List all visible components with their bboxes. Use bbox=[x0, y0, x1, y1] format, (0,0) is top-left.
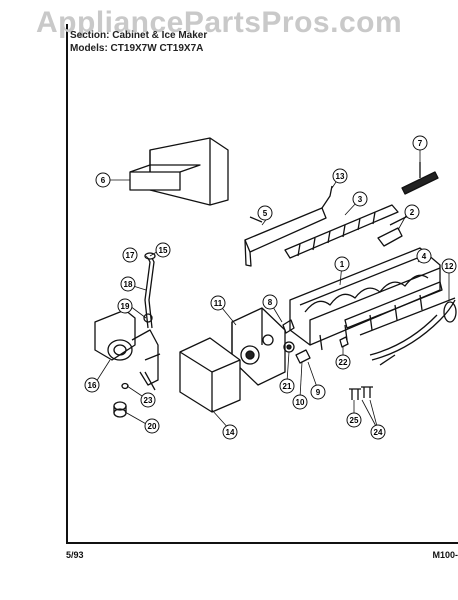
svg-text:15: 15 bbox=[159, 246, 168, 255]
svg-text:19: 19 bbox=[121, 302, 130, 311]
part-20-drawing bbox=[113, 382, 129, 418]
svg-text:22: 22 bbox=[339, 358, 348, 367]
callout-6: 6 bbox=[95, 172, 111, 188]
svg-text:7: 7 bbox=[418, 139, 423, 148]
footer-date: 5/93 bbox=[66, 550, 84, 560]
callout-5: 5 bbox=[257, 205, 273, 221]
models-line: Models: CT19X7W CT19X7A bbox=[70, 43, 204, 54]
part-7-drawing bbox=[401, 162, 439, 195]
callout-7: 7 bbox=[412, 135, 428, 151]
callout-8: 8 bbox=[262, 294, 278, 310]
part-1-drawing bbox=[289, 247, 441, 351]
part-6-drawing bbox=[129, 137, 229, 206]
callout-15: 15 bbox=[155, 242, 171, 258]
svg-text:8: 8 bbox=[268, 298, 273, 307]
svg-text:4: 4 bbox=[422, 252, 427, 261]
part-12-drawing bbox=[369, 299, 457, 366]
svg-text:10: 10 bbox=[296, 398, 305, 407]
callout-4: 4 bbox=[416, 248, 432, 264]
callout-9: 9 bbox=[310, 384, 326, 400]
footer-code: M100- bbox=[432, 550, 458, 560]
svg-text:17: 17 bbox=[126, 251, 135, 260]
callout-25: 25 bbox=[346, 412, 362, 428]
callout-21: 21 bbox=[279, 378, 295, 394]
page-frame bbox=[66, 24, 458, 544]
svg-text:3: 3 bbox=[358, 195, 363, 204]
callout-20: 20 bbox=[144, 418, 160, 434]
svg-text:9: 9 bbox=[316, 388, 321, 397]
part-11-drawing bbox=[231, 307, 286, 386]
callout-3: 3 bbox=[352, 191, 368, 207]
svg-text:11: 11 bbox=[214, 299, 223, 308]
callout-11: 11 bbox=[210, 295, 226, 311]
callout-24: 24 bbox=[370, 424, 386, 440]
callout-10: 10 bbox=[292, 394, 308, 410]
part-14-drawing bbox=[179, 337, 241, 413]
part-4-drawing bbox=[344, 281, 456, 336]
svg-text:16: 16 bbox=[88, 381, 97, 390]
svg-text:18: 18 bbox=[124, 280, 133, 289]
callout-labels: 6 7 13 3 5 2 1 4 12 11 8 17 15 18 19 16 … bbox=[84, 135, 457, 440]
svg-text:24: 24 bbox=[374, 428, 383, 437]
callout-19: 19 bbox=[117, 298, 133, 314]
svg-text:13: 13 bbox=[336, 172, 345, 181]
part-18-drawing bbox=[143, 252, 156, 329]
part-5-drawing bbox=[244, 185, 333, 267]
callout-17: 17 bbox=[122, 247, 138, 263]
svg-text:12: 12 bbox=[445, 262, 454, 271]
watermark: AppliancePartsPros.com bbox=[36, 6, 403, 39]
callout-13: 13 bbox=[332, 168, 348, 184]
part-24-drawing bbox=[349, 386, 373, 400]
svg-text:1: 1 bbox=[340, 260, 345, 269]
callout-16: 16 bbox=[84, 377, 100, 393]
svg-text:21: 21 bbox=[283, 382, 292, 391]
svg-text:20: 20 bbox=[148, 422, 157, 431]
section-title: Section: Cabinet & Ice Maker bbox=[70, 30, 208, 41]
svg-text:2: 2 bbox=[410, 208, 415, 217]
svg-text:6: 6 bbox=[101, 176, 106, 185]
callout-12: 12 bbox=[441, 258, 457, 274]
callout-22: 22 bbox=[335, 354, 351, 370]
svg-text:14: 14 bbox=[226, 428, 235, 437]
callout-23: 23 bbox=[140, 392, 156, 408]
callout-18: 18 bbox=[120, 276, 136, 292]
part-3-drawing bbox=[284, 204, 399, 259]
callout-14: 14 bbox=[222, 424, 238, 440]
svg-text:25: 25 bbox=[350, 416, 359, 425]
callout-1: 1 bbox=[334, 256, 350, 272]
svg-text:23: 23 bbox=[144, 396, 153, 405]
svg-text:5: 5 bbox=[263, 209, 268, 218]
callout-2: 2 bbox=[404, 204, 420, 220]
